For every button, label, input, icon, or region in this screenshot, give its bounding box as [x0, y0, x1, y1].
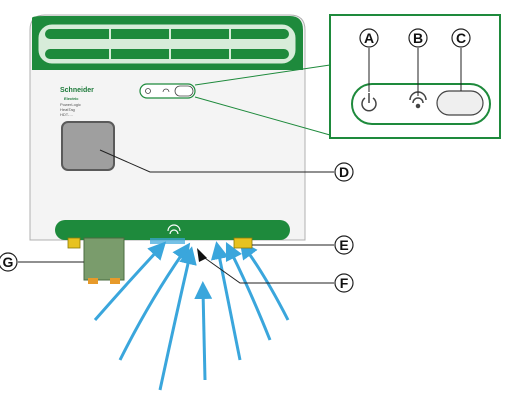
brand-logo-line-2: Electric	[64, 96, 79, 101]
connectors	[67, 237, 253, 284]
svg-text:D: D	[339, 164, 349, 180]
callout-b: B	[408, 28, 428, 48]
callout-a: A	[359, 28, 379, 48]
zoom-lines	[194, 64, 331, 136]
svg-text:B: B	[413, 30, 423, 46]
svg-text:G: G	[3, 254, 14, 270]
callout-g: G	[0, 252, 18, 272]
button-icon	[436, 90, 484, 116]
leader-f	[201, 255, 334, 284]
device-housing	[29, 14, 306, 241]
product-line-1: PowerLogic	[60, 102, 81, 107]
svg-text:F: F	[340, 275, 349, 291]
airflow-arrows	[93, 240, 290, 391]
callout-f: F	[334, 273, 354, 293]
svg-text:E: E	[339, 237, 348, 253]
bottom-wifi-icon	[169, 229, 179, 235]
product-line-3: HDT-…	[60, 112, 73, 117]
callout-d: D	[334, 162, 354, 182]
device-status-strip	[139, 83, 196, 99]
leader-d	[99, 149, 334, 173]
power-icon	[361, 93, 377, 112]
brand-block: Schneider Electric PowerLogic HeatTag HD…	[60, 87, 94, 117]
svg-text:A: A	[364, 30, 374, 46]
brand-logo-line-1: Schneider	[60, 87, 94, 94]
display-window	[61, 121, 115, 171]
callout-e: E	[334, 235, 354, 255]
product-line-2: HeatTag	[60, 107, 75, 112]
svg-text:C: C	[456, 30, 466, 46]
sensor-pointer	[197, 248, 207, 262]
terminal-block	[83, 237, 125, 281]
callout-c: C	[451, 28, 471, 48]
